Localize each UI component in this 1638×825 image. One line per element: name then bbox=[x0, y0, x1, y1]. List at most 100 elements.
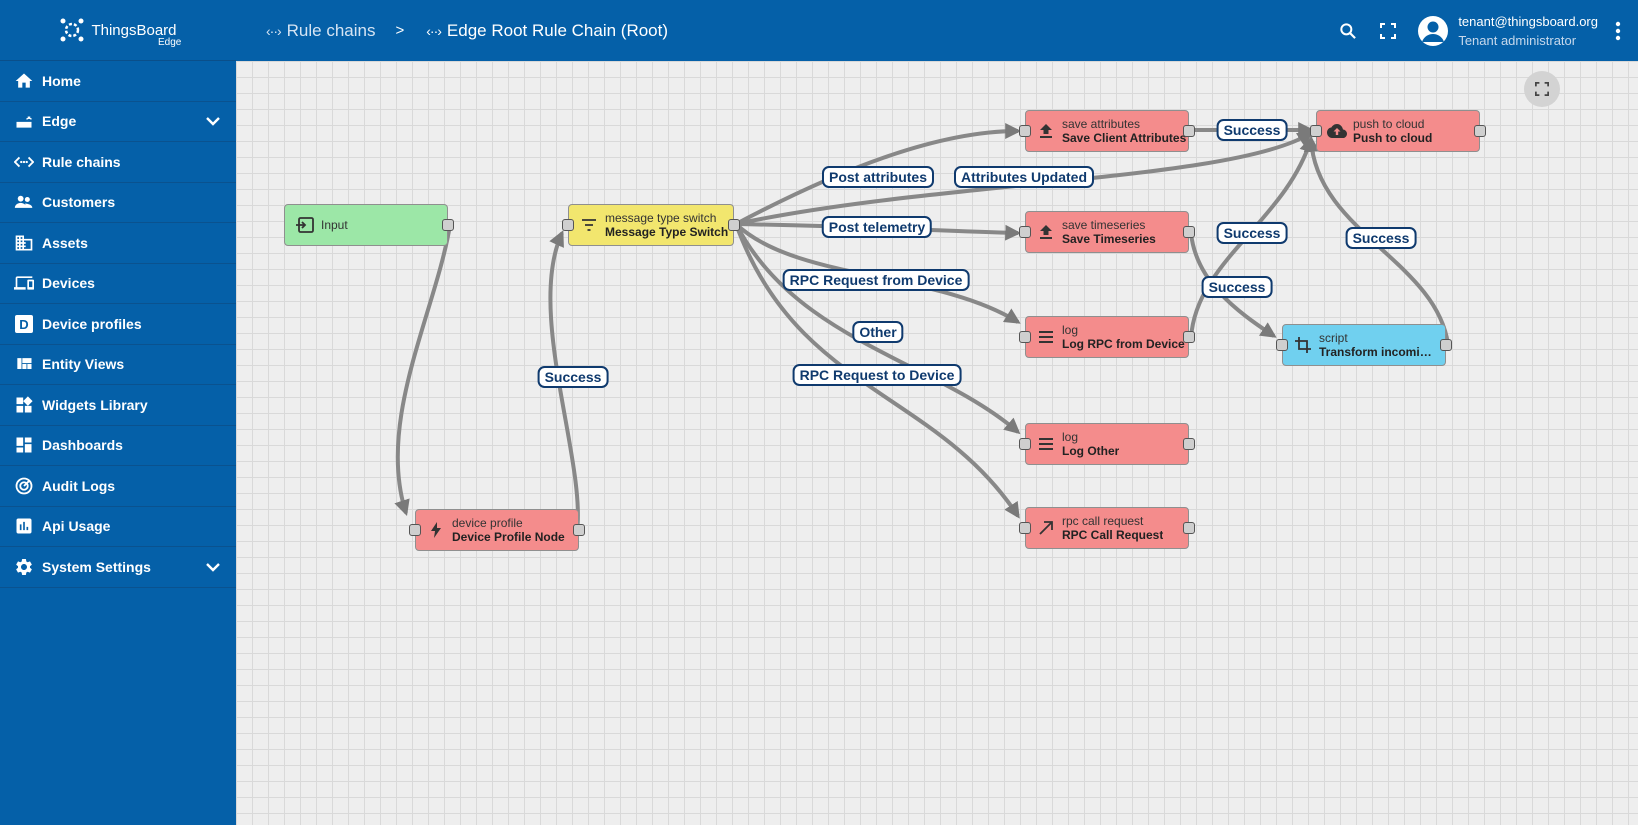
logo-subtitle: Edge bbox=[158, 37, 182, 48]
link-label-success[interactable]: Success bbox=[1216, 119, 1288, 141]
svg-text:D: D bbox=[19, 317, 28, 332]
sidebar-item-assets[interactable]: Assets bbox=[0, 223, 236, 264]
link-label-success[interactable]: Success bbox=[537, 366, 609, 388]
sidebar-item-widgets-library[interactable]: Widgets Library bbox=[0, 385, 236, 426]
link-label-post-telemetry[interactable]: Post telemetry bbox=[821, 216, 933, 238]
output-port[interactable] bbox=[1183, 226, 1195, 238]
sidebar-item-dashboards[interactable]: Dashboards bbox=[0, 426, 236, 466]
node-save-timeseries[interactable]: save timeseries Save Timeseries bbox=[1019, 211, 1195, 253]
sidebar-item-label: Rule chains bbox=[42, 153, 121, 170]
menu-icon bbox=[1036, 438, 1056, 450]
sidebar-item-label: Devices bbox=[42, 275, 95, 292]
sidebar-item-label: Audit Logs bbox=[42, 477, 116, 494]
widgets-icon bbox=[14, 395, 34, 415]
link-label-other[interactable]: Other bbox=[852, 321, 904, 343]
output-port[interactable] bbox=[442, 219, 454, 231]
input-port[interactable] bbox=[1019, 125, 1031, 137]
input-port[interactable] bbox=[1310, 125, 1322, 137]
node-type: save attributes bbox=[1062, 116, 1141, 131]
view-quilt-icon bbox=[14, 354, 34, 374]
link-label-success[interactable]: Success bbox=[1345, 227, 1417, 249]
node-type: save timeseries bbox=[1062, 217, 1146, 232]
node-script[interactable]: script Transform incoming ... bbox=[1276, 324, 1452, 366]
sidebar-item-audit-logs[interactable]: Audit Logs bbox=[0, 466, 236, 507]
link-label-success[interactable]: Success bbox=[1216, 222, 1288, 244]
node-name: Log RPC from Device bbox=[1062, 336, 1185, 351]
output-port[interactable] bbox=[573, 524, 585, 536]
domain-icon bbox=[14, 233, 34, 253]
sidebar-item-label: Edge bbox=[42, 113, 77, 130]
sidebar-item-label: System Settings bbox=[42, 558, 151, 575]
upload-icon bbox=[1036, 124, 1056, 138]
chevron-down-icon[interactable] bbox=[206, 559, 220, 575]
sidebar-item-api-usage[interactable]: Api Usage bbox=[0, 507, 236, 547]
more-vert-icon bbox=[1615, 21, 1621, 40]
input-port[interactable] bbox=[562, 219, 574, 231]
search-icon bbox=[1340, 22, 1357, 39]
node-input[interactable]: Input bbox=[284, 204, 454, 246]
chevron-down-icon[interactable] bbox=[206, 113, 220, 129]
breadcrumb-current: ‹··› Edge Root Rule Chain (Root) bbox=[426, 21, 668, 41]
output-port[interactable] bbox=[728, 219, 740, 231]
node-name: Input bbox=[321, 218, 348, 232]
link-label-attributes-updated[interactable]: Attributes Updated bbox=[954, 166, 1094, 188]
rule-chain-canvas[interactable]: Input message type switch Message Type S… bbox=[236, 61, 1638, 825]
node-name: Message Type Switch bbox=[605, 224, 729, 239]
cloud-upload-icon bbox=[1327, 124, 1347, 138]
node-log-other[interactable]: log Log Other bbox=[1019, 423, 1195, 465]
node-rpc-call-request[interactable]: rpc call request RPC Call Request bbox=[1019, 507, 1195, 549]
sidebar-item-entity-views[interactable]: Entity Views bbox=[0, 345, 236, 385]
more-menu-button[interactable] bbox=[1598, 21, 1638, 41]
output-port[interactable] bbox=[1440, 339, 1452, 351]
sidebar-item-edge[interactable]: Edge bbox=[0, 102, 236, 142]
sidebar-item-device-profiles[interactable]: D Device profiles bbox=[0, 304, 236, 345]
output-port[interactable] bbox=[1183, 125, 1195, 137]
user-menu[interactable]: tenant@thingsboard.org Tenant administra… bbox=[1418, 14, 1598, 48]
breadcrumb-separator: > bbox=[395, 22, 405, 39]
node-log-rpc[interactable]: log Log RPC from Device bbox=[1019, 316, 1195, 358]
input-port[interactable] bbox=[1019, 226, 1031, 238]
output-port[interactable] bbox=[1183, 522, 1195, 534]
output-port[interactable] bbox=[1474, 125, 1486, 137]
node-message-type-switch[interactable]: message type switch Message Type Switch bbox=[562, 204, 740, 246]
menu-icon bbox=[1036, 331, 1056, 343]
output-port[interactable] bbox=[1183, 331, 1195, 343]
sidebar-item-home[interactable]: Home bbox=[0, 61, 236, 102]
output-port[interactable] bbox=[1183, 438, 1195, 450]
link-input-device-profile bbox=[394, 224, 452, 517]
fullscreen-button[interactable] bbox=[1368, 11, 1408, 51]
link-label-success[interactable]: Success bbox=[1201, 276, 1273, 298]
sidebar-item-label: Widgets Library bbox=[42, 396, 148, 413]
toolbar-right: tenant@thingsboard.org Tenant administra… bbox=[1328, 0, 1638, 61]
sidebar-item-customers[interactable]: Customers bbox=[0, 183, 236, 223]
sidebar-item-system-settings[interactable]: System Settings bbox=[0, 547, 236, 588]
sidebar-item-label: Dashboards bbox=[42, 437, 123, 454]
app-logo[interactable]: ThingsBoard Edge bbox=[0, 0, 236, 61]
sidebar-item-label: Api Usage bbox=[42, 518, 111, 535]
input-port[interactable] bbox=[1019, 522, 1031, 534]
link-label-rpc-from-device[interactable]: RPC Request from Device bbox=[782, 269, 970, 291]
node-type: rpc call request bbox=[1062, 513, 1144, 528]
sidebar-item-devices[interactable]: Devices bbox=[0, 264, 236, 304]
node-save-attributes[interactable]: save attributes Save Client Attributes bbox=[1019, 110, 1195, 152]
track-changes-icon bbox=[14, 476, 34, 496]
canvas-fullscreen-button[interactable] bbox=[1524, 71, 1560, 107]
sidebar-item-rule-chains[interactable]: Rule chains bbox=[0, 142, 236, 183]
search-button[interactable] bbox=[1328, 11, 1368, 51]
input-port[interactable] bbox=[1019, 438, 1031, 450]
flash-icon bbox=[426, 522, 446, 538]
node-push-to-cloud[interactable]: push to cloud Push to cloud bbox=[1310, 110, 1486, 152]
input-port[interactable] bbox=[1019, 331, 1031, 343]
user-email: tenant@thingsboard.org bbox=[1458, 13, 1598, 29]
node-device-profile[interactable]: device profile Device Profile Node bbox=[409, 509, 585, 551]
node-name: RPC Call Request bbox=[1062, 527, 1164, 542]
breadcrumb-rule-chains[interactable]: ‹··› Rule chains bbox=[266, 21, 375, 41]
input-port[interactable] bbox=[409, 524, 421, 536]
node-type: device profile bbox=[452, 515, 523, 530]
input-port[interactable] bbox=[1276, 339, 1288, 351]
people-icon bbox=[14, 192, 34, 212]
node-type: log bbox=[1062, 322, 1079, 337]
link-label-rpc-to-device[interactable]: RPC Request to Device bbox=[792, 364, 962, 386]
sidebar-item-label: Entity Views bbox=[42, 356, 125, 373]
link-label-post-attributes[interactable]: Post attributes bbox=[821, 166, 935, 188]
